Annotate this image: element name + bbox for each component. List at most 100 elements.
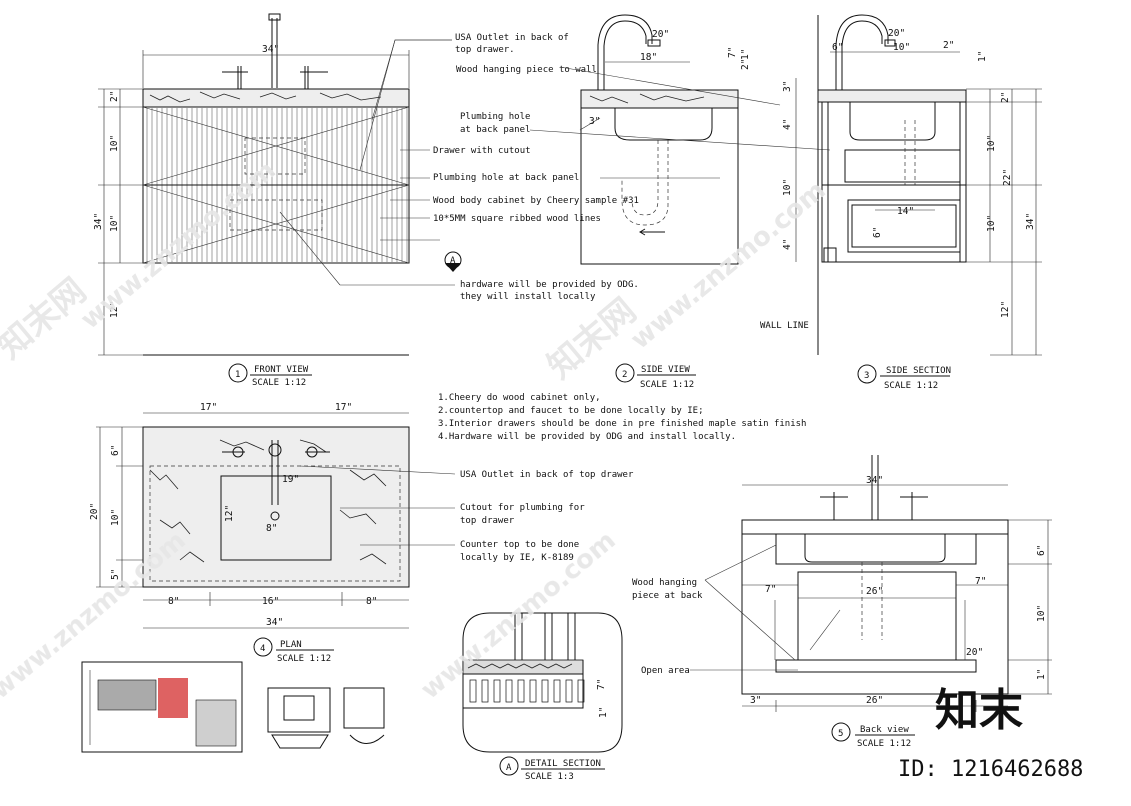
front-view-title: FRONT VIEW [254,365,309,375]
front-top-dim: 2" [109,91,120,102]
front-drawer2-dim: 10" [109,215,120,232]
note-wood-hanging: Wood hanging piece to wall [456,65,597,75]
front-total-dim: 34" [93,213,104,230]
plan-left: 8" [168,596,179,607]
side-dim-e: 2" [740,59,751,70]
back-mid: 10" [1036,605,1047,622]
front-view-scale: SCALE 1:12 [252,378,306,388]
side-view-scale: SCALE 1:12 [640,380,694,390]
back-small: 20" [966,647,983,658]
front-drawer1-dim: 10" [109,135,120,152]
watermark-cn-2: 知末网 [540,291,644,387]
front-width-dim: 34" [262,44,279,55]
back-bottom-left: 3" [750,695,761,706]
section-dim-a: 20" [888,28,905,39]
side-dim-d: 1" [740,49,751,60]
back-view-scale: SCALE 1:12 [857,739,911,749]
note-wood-body: Wood body cabinet by Cheery sample #31 [433,196,639,206]
plan-view-title: PLAN [280,640,302,650]
detail-view-scale: SCALE 1:3 [525,772,574,782]
section-right-mid: 22" [1002,169,1013,186]
note-ribbed: 10*5MM square ribbed wood lines [433,214,601,224]
front-countertop [142,88,410,108]
detail-dim-a: 7" [596,679,607,690]
general-note-2: 2.countertop and faucet to be done local… [438,406,704,416]
note-plumbing-back-1: Plumbing hole [460,112,530,122]
back-left7: 7" [765,584,776,595]
plan-view: 17" 17" 20" 6" 10" 5" 19" 12" 8" 8" 16" … [89,402,634,664]
note-hardware-1: hardware will be provided by ODG. [460,280,639,290]
front-view: 34" 2" 10" 10" 34" 12" A USA Outlet in b… [93,13,639,388]
back-note-hanging-1: Wood hanging [632,578,697,588]
plan-note-cutout-1: Cutout for plumbing for [460,503,585,513]
watermark-site-1: www.znzmo.com [75,155,281,335]
section-dim-k: 4" [782,239,793,250]
watermarks: 知末网 www.znzmo.com 知末网 www.znzmo.com www.… [0,155,832,705]
plan-bot: 5" [110,569,121,580]
back-view-number: 5 [838,729,843,739]
drawing-id: ID: 1216462688 [898,757,1083,782]
note-plumbing-back-2: at back panel [460,125,530,135]
section-dim-b: 6" [832,42,843,53]
section-dim-j: 6" [872,227,883,238]
wall-line-label: WALL LINE [760,321,809,331]
section-dim-e: 1" [977,51,988,62]
section-right-leg: 12" [1000,301,1011,318]
section-dim-c: 10" [893,42,910,53]
section-right-total: 34" [1025,213,1036,230]
plan-sink-w: 19" [282,474,299,485]
detail-ribs [469,679,585,703]
back-inner: 26" [866,586,883,597]
section-dim-d: 2" [943,40,954,51]
back-note-hanging-2: piece at back [632,591,703,601]
side-countertop [580,89,739,109]
general-note-3: 3.Interior drawers should be done in pre… [438,419,806,429]
side-view-title: SIDE VIEW [641,365,690,375]
detail-view-title: DETAIL SECTION [525,759,601,769]
side-dim-b: 18" [640,52,657,63]
plan-top: 6" [110,445,121,456]
plan-mid: 10" [110,509,121,526]
section-dim-g: 4" [782,119,793,130]
section-view-scale: SCALE 1:12 [884,381,938,391]
reference-thumbnails [81,661,385,753]
plan-sink [220,475,332,561]
section-dim-f: 3" [782,81,793,92]
note-usa-outlet-1: USA Outlet in back of [455,33,569,43]
back-countertop [741,519,1009,535]
plan-total: 34" [266,617,283,628]
general-note-1: 1.Cheery do wood cabinet only, [438,393,601,403]
front-leg-dim: 12" [109,301,120,318]
back-bot: 1" [1036,669,1047,680]
plan-sink-d: 12" [224,505,235,522]
side-dim-a: 20" [652,29,669,40]
general-note-4: 4.Hardware will be provided by ODG and i… [438,432,736,442]
back-view: 34" 6" 10" 1" 7" 7" 26" 20" 3" 26" Wood … [632,455,1052,749]
side-section: 20" 6" 10" 2" 1" 3" 4" 10" 14" 6" 4" 2" … [760,14,1042,391]
plan-depth: 20" [89,503,100,520]
plan-note-cutout-2: top drawer [460,516,515,526]
plan-half-right: 17" [335,402,352,413]
section-view-number: 3 [864,371,869,381]
section-right-top: 2" [1000,92,1011,103]
front-view-number: 1 [235,370,240,380]
plan-countertop [142,426,410,588]
plan-note-counter-1: Counter top to be done [460,540,579,550]
detail-section: 7" 1" A DETAIL SECTION SCALE 1:3 [462,612,623,782]
back-width: 34" [866,475,883,486]
general-notes: 1.Cheery do wood cabinet only, 2.counter… [438,393,806,442]
side-view-number: 2 [622,370,627,380]
detail-view-number: A [506,763,512,773]
note-drawer-cutout: Drawer with cutout [433,146,531,156]
side-dim-c: 7" [727,47,738,58]
plan-small: 8" [266,523,277,534]
plan-half-left: 17" [200,402,217,413]
section-right-d1: 10" [986,135,997,152]
plan-note-outlet: USA Outlet in back of top drawer [460,470,634,480]
note-plumbing-hole: Plumbing hole at back panel [433,173,579,183]
logo-mark: 知末 [935,685,1023,736]
note-usa-outlet-2: top drawer. [455,45,515,55]
section-right-d2: 10" [986,215,997,232]
plan-view-scale: SCALE 1:12 [277,654,331,664]
plan-right: 8" [366,596,377,607]
